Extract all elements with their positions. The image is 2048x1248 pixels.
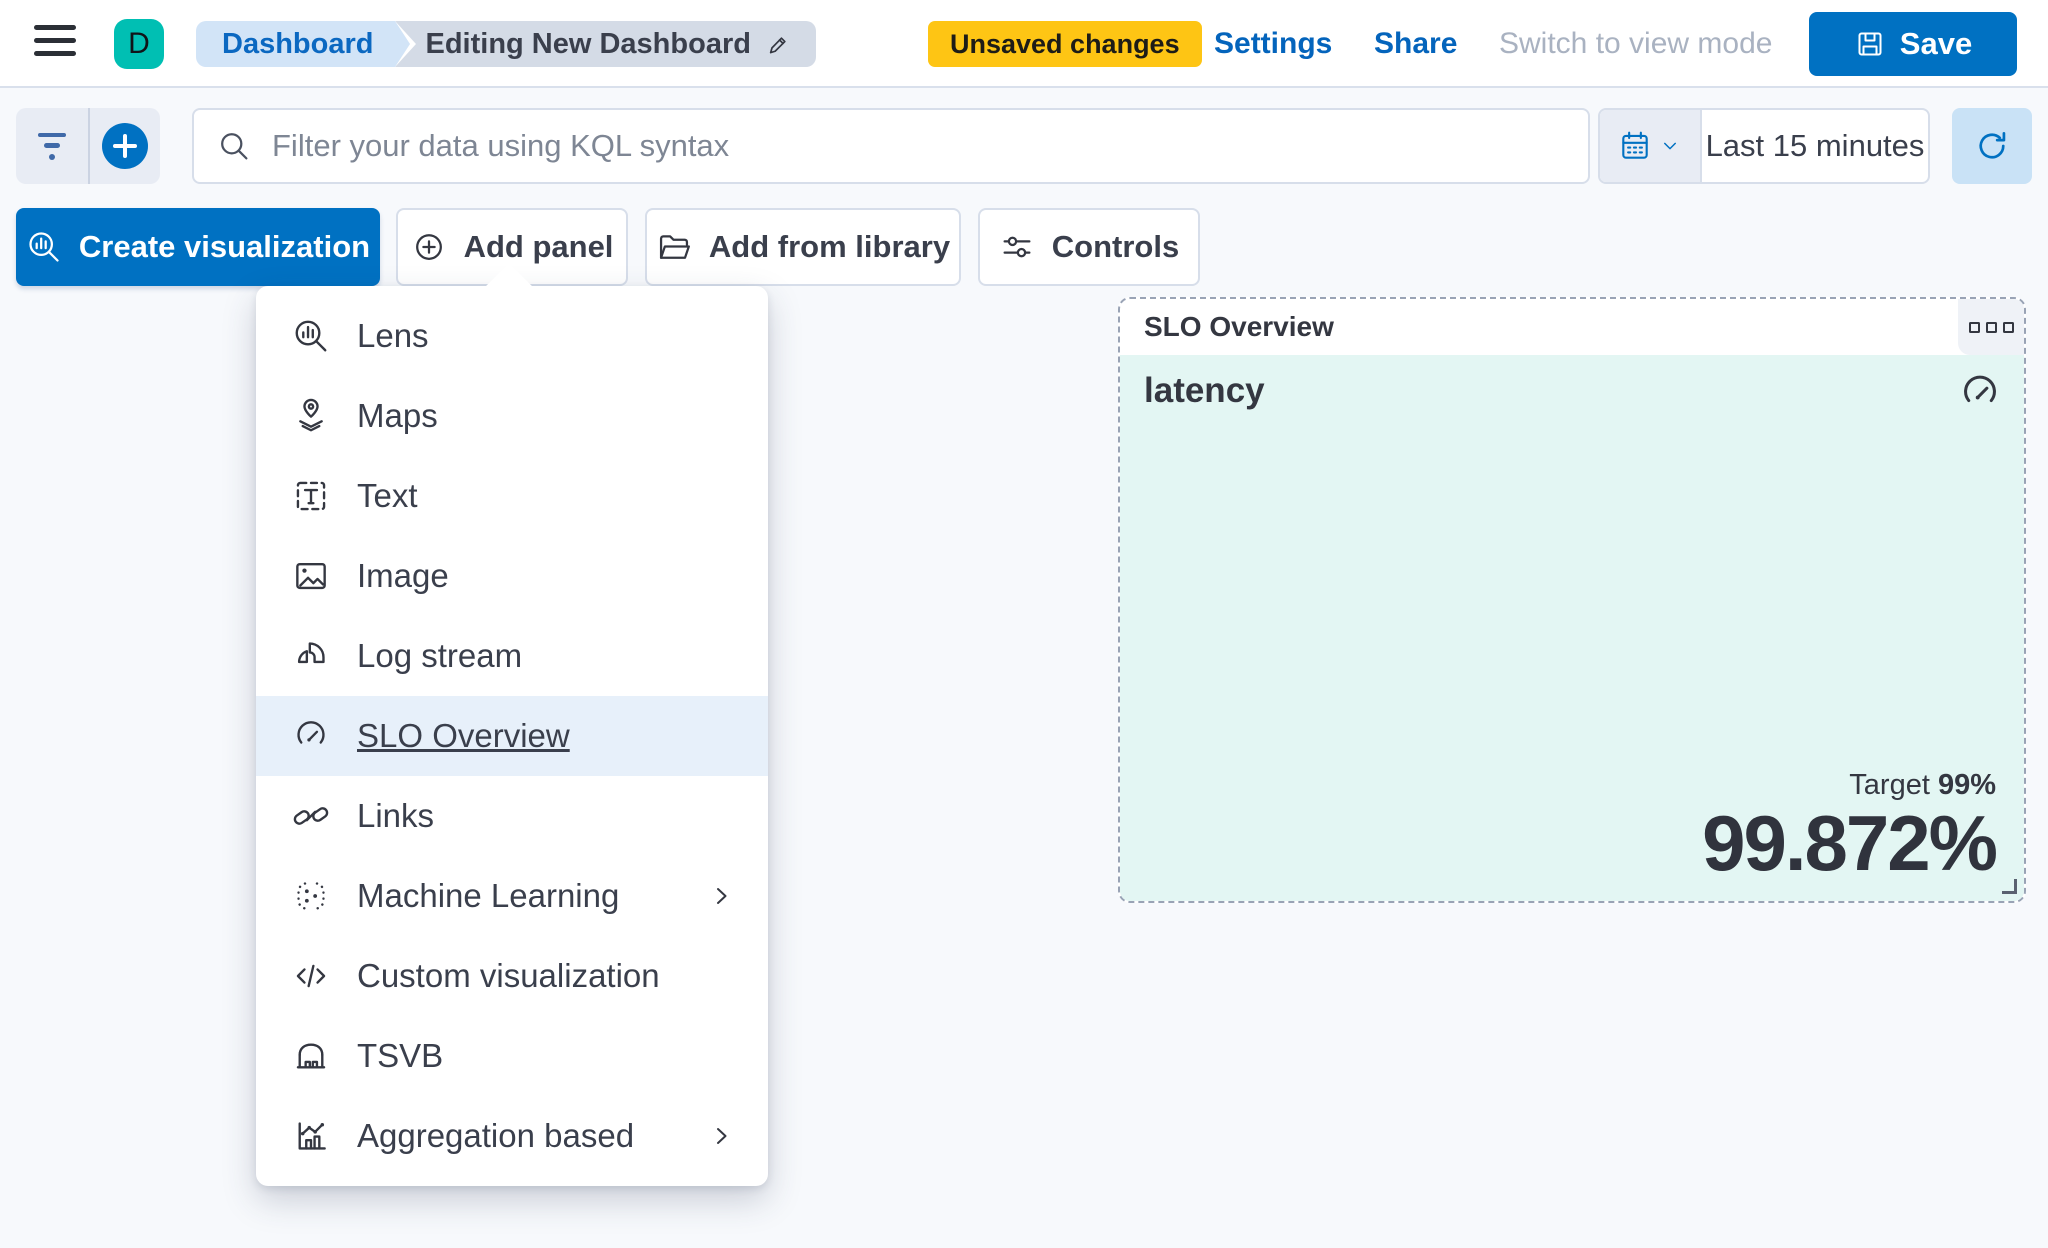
panel-options-button[interactable]: [1958, 299, 2024, 355]
top-bar: D Dashboard Editing New Dashboard Unsave…: [0, 0, 2048, 88]
controls-label: Controls: [1051, 229, 1180, 264]
filter-button[interactable]: [16, 108, 88, 184]
slo-metrics: Target 99% 99.872%: [1702, 769, 1998, 888]
unsaved-changes-badge: Unsaved changes: [928, 21, 1202, 67]
menu-item-label: TSVB: [357, 1037, 444, 1074]
menu-item-machine-learning[interactable]: Machine Learning: [256, 856, 768, 936]
menu-item-label: Links: [357, 797, 435, 834]
time-picker: Last 15 minutes: [1598, 108, 1930, 184]
menu-item-custom-visualization[interactable]: Custom visualization: [256, 936, 768, 1016]
menu-item-label: Machine Learning: [357, 877, 620, 914]
panel-header: SLO Overview: [1120, 299, 2024, 355]
aggregation-icon: [292, 1117, 330, 1155]
add-from-library-label: Add from library: [708, 229, 951, 264]
calendar-icon: [1622, 131, 1648, 159]
plus-in-circle-icon: [415, 234, 442, 260]
filter-icon: [38, 132, 66, 160]
sli-value: 99.872%: [1702, 799, 1998, 888]
share-link[interactable]: Share: [1374, 27, 1458, 60]
lens-icon: [29, 232, 59, 262]
menu-item-lens[interactable]: Lens: [256, 296, 768, 376]
menu-item-maps[interactable]: Maps: [256, 376, 768, 456]
maps-icon: [292, 397, 330, 435]
kql-search-input[interactable]: [272, 128, 1566, 164]
gauge-icon: [1958, 371, 2002, 415]
date-quick-select-button[interactable]: [1600, 110, 1702, 182]
plus-circle-icon: [102, 123, 148, 169]
boxes-horizontal-icon: [1968, 321, 1980, 333]
add-panel-menu: Lens Maps Text Image Log stream: [256, 286, 768, 1186]
search-icon: [221, 133, 248, 160]
breadcrumb-current[interactable]: Editing New Dashboard: [387, 21, 816, 67]
slo-overview-panel: SLO Overview latency Target 99% 99.872%: [1118, 297, 2026, 903]
slo-panel-body: latency Target 99% 99.872%: [1120, 355, 2024, 901]
code-icon: [292, 957, 330, 995]
breadcrumb: Dashboard Editing New Dashboard: [196, 21, 816, 67]
folder-icon: [659, 235, 690, 259]
add-filter-button[interactable]: [88, 108, 160, 184]
menu-icon[interactable]: [34, 25, 76, 56]
machine-learning-icon: [292, 877, 330, 915]
menu-item-log-stream[interactable]: Log stream: [256, 616, 768, 696]
refresh-icon: [1979, 132, 2006, 159]
image-icon: [292, 557, 330, 595]
menu-item-label: Log stream: [357, 637, 523, 674]
menu-item-label: Image: [357, 557, 449, 594]
create-visualization-label: Create visualization: [78, 229, 371, 264]
menu-item-label: Text: [357, 477, 418, 514]
breadcrumb-dashboard[interactable]: Dashboard: [196, 21, 418, 67]
text-icon: [292, 477, 330, 515]
create-visualization-button[interactable]: Create visualization: [16, 208, 380, 286]
gauge-icon: [292, 717, 330, 755]
breadcrumb-current-label: Editing New Dashboard: [425, 27, 751, 60]
pencil-icon: [769, 36, 786, 53]
save-button[interactable]: Save: [1809, 12, 2017, 76]
menu-item-image[interactable]: Image: [256, 536, 768, 616]
menu-item-label: Lens: [357, 317, 429, 354]
chevron-right-icon: [706, 880, 738, 912]
menu-item-label: Custom visualization: [357, 957, 660, 994]
panel-title: SLO Overview: [1144, 311, 1334, 342]
menu-item-tsvb[interactable]: TSVB: [256, 1016, 768, 1096]
panel-resize-handle[interactable]: [2002, 879, 2017, 894]
link-icon: [292, 797, 330, 835]
menu-item-aggregation-based[interactable]: Aggregation based: [256, 1096, 768, 1176]
controls-button[interactable]: Controls: [978, 208, 1200, 286]
switch-to-view-mode-link[interactable]: Switch to view mode: [1499, 27, 1773, 60]
menu-item-label: Aggregation based: [357, 1117, 635, 1154]
avatar[interactable]: D: [114, 19, 164, 69]
filter-controls-group: [16, 108, 160, 184]
menu-item-slo-overview[interactable]: SLO Overview: [256, 696, 768, 776]
kql-search-bar: [192, 108, 1590, 184]
chevron-down-icon: [1664, 142, 1676, 150]
menu-item-label: SLO Overview: [357, 717, 570, 754]
slo-name: latency: [1144, 371, 1265, 410]
tsvb-icon: [292, 1037, 330, 1075]
add-from-library-button[interactable]: Add from library: [645, 208, 961, 286]
lens-icon: [292, 317, 330, 355]
settings-link[interactable]: Settings: [1214, 27, 1333, 60]
add-panel-label: Add panel: [463, 229, 614, 264]
add-panel-button[interactable]: Add panel: [396, 208, 628, 286]
chevron-right-icon: [706, 1120, 738, 1152]
target-label: Target: [1849, 769, 1930, 802]
refresh-button[interactable]: [1952, 108, 2032, 184]
menu-item-links[interactable]: Links: [256, 776, 768, 856]
save-icon: [1858, 32, 1882, 56]
time-range-value[interactable]: Last 15 minutes: [1705, 128, 1925, 163]
menu-item-label: Maps: [357, 397, 438, 434]
menu-item-text[interactable]: Text: [256, 456, 768, 536]
save-label: Save: [1899, 26, 1973, 61]
slo-target: Target 99%: [1702, 769, 1996, 802]
sliders-icon: [1003, 236, 1031, 258]
log-stream-icon: [292, 637, 330, 675]
target-value: 99%: [1937, 769, 1996, 802]
